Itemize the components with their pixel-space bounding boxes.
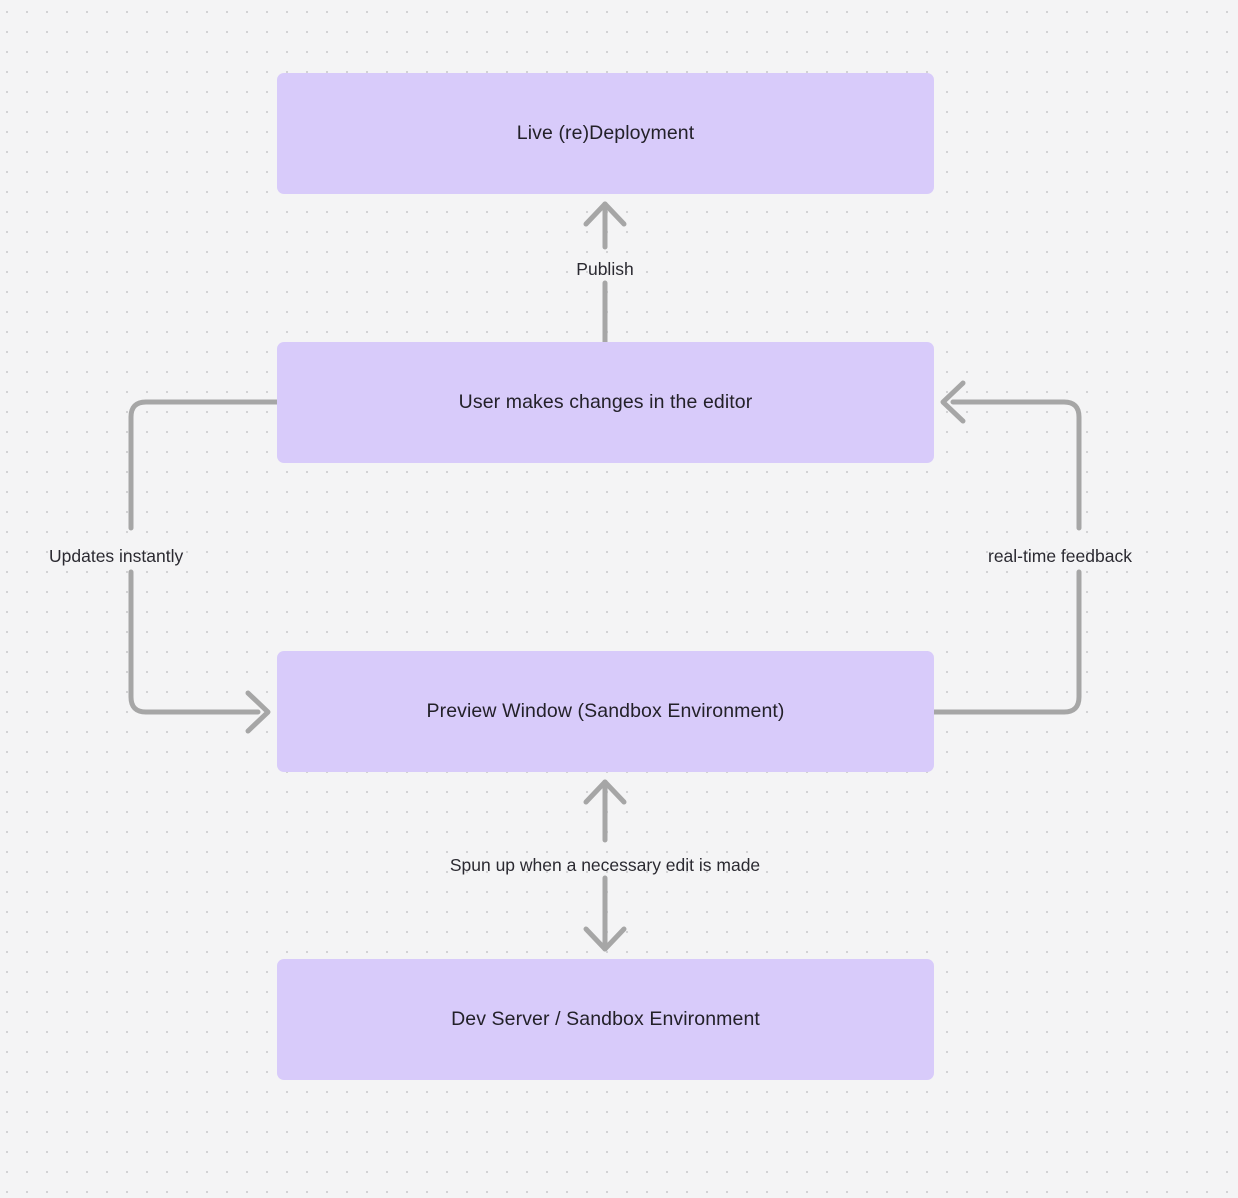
edge-label-publish: Publish bbox=[576, 259, 634, 279]
edge-label-spun-up: Spun up when a necessary edit is made bbox=[449, 855, 761, 875]
node-label-dev-server: Dev Server / Sandbox Environment bbox=[451, 1007, 760, 1030]
node-dev-server[interactable]: Dev Server / Sandbox Environment bbox=[277, 959, 934, 1080]
node-preview-window[interactable]: Preview Window (Sandbox Environment) bbox=[277, 651, 934, 772]
node-label-preview-window: Preview Window (Sandbox Environment) bbox=[426, 699, 785, 722]
node-label-live-deployment: Live (re)Deployment bbox=[516, 121, 695, 144]
node-label-user-edits: User makes changes in the editor bbox=[458, 390, 753, 413]
edge-label-real-time-feedback: real-time feedback bbox=[988, 546, 1132, 566]
edge-label-updates-instantly: Updates instantly bbox=[49, 546, 184, 566]
node-user-edits[interactable]: User makes changes in the editor bbox=[277, 342, 934, 463]
node-live-deployment[interactable]: Live (re)Deployment bbox=[277, 73, 934, 194]
